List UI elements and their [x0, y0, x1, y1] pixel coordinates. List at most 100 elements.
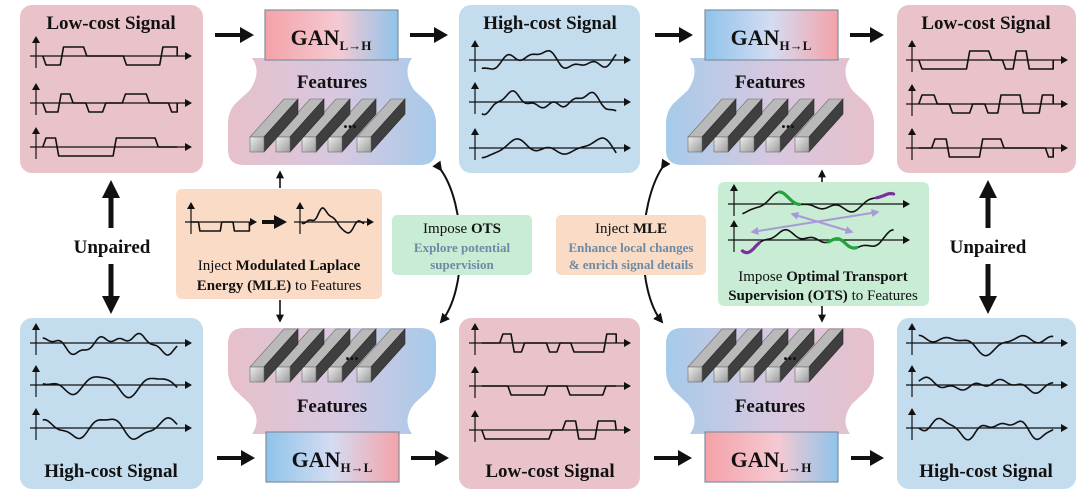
arrow-right	[654, 450, 692, 466]
feature-bar-front	[356, 136, 372, 153]
feature-bar-front	[275, 136, 291, 153]
arrow-right	[850, 27, 884, 43]
signal-y-axis-arrow	[32, 365, 40, 372]
panel-title: Low-cost Signal	[921, 13, 1050, 34]
inject-mle-sub-2: & enrich signal details	[569, 257, 694, 272]
high-cost-waveform-3	[469, 128, 631, 160]
signal-trace	[918, 334, 1054, 357]
signal-y-axis-arrow	[908, 408, 916, 415]
signal-axis-arrow	[1061, 100, 1068, 108]
signal-axis-arrow	[624, 426, 631, 434]
signal-axis-arrow	[185, 99, 192, 107]
impose-ots-sub-1: Explore potential	[414, 240, 511, 255]
signal-y-axis-arrow	[908, 40, 916, 47]
signal-y-axis-arrow	[730, 184, 738, 191]
gan-label: GANL→H	[291, 25, 372, 53]
signal-trace	[42, 332, 178, 356]
feature-block-top-right: Features ...	[666, 58, 874, 165]
gan-label: GANH→L	[731, 25, 812, 53]
high-cost-waveform-3	[30, 408, 192, 440]
impose-ots-sub-2: supervision	[430, 257, 494, 272]
signal-trace	[918, 376, 1054, 394]
features-ellipsis: ...	[783, 344, 797, 364]
signal-trace	[42, 46, 178, 66]
feature-bar-front	[327, 366, 343, 383]
signal-y-axis-arrow	[908, 84, 916, 91]
high-cost-waveform-1	[30, 323, 192, 356]
signal-trace	[742, 191, 894, 215]
signal-axis-arrow	[903, 200, 910, 208]
unpaired-right: Unpaired	[950, 180, 1027, 314]
feature-bar-front	[765, 366, 781, 383]
signal-axis-arrow	[1061, 144, 1068, 152]
signal-trace	[918, 417, 1054, 441]
gan-l-to-h-top: GANL→H	[264, 9, 399, 61]
signal-axis-arrow	[624, 382, 631, 390]
low-cost-waveform-2	[30, 83, 192, 115]
panel-high-cost-mid-top: High-cost Signal	[459, 5, 640, 173]
signal-trace	[190, 221, 251, 232]
feature-bar-front	[794, 136, 810, 153]
signal-y-axis-arrow	[908, 323, 916, 330]
panel-title: Low-cost Signal	[46, 13, 175, 34]
feature-bar-front	[275, 366, 291, 383]
feature-bar-front	[794, 366, 810, 383]
mle-input-waveform	[185, 202, 257, 234]
signal-y-axis-arrow	[32, 323, 40, 330]
signal-y-axis-arrow	[471, 82, 479, 89]
feature-block-bottom-right: ... Features	[666, 328, 874, 434]
high-cost-waveform-2	[906, 365, 1068, 397]
feature-bars	[687, 328, 844, 383]
ots-waveform-2	[728, 220, 910, 255]
gan-label: GANL→H	[731, 447, 812, 475]
signal-y-axis-arrow	[908, 128, 916, 135]
signal-trace	[42, 417, 178, 440]
high-cost-waveform-3	[906, 408, 1068, 441]
feature-bar-front	[687, 366, 703, 383]
feature-bar-front	[301, 366, 317, 383]
mle-line-2: Energy (MLE) to Features	[197, 278, 362, 294]
signal-axis-arrow	[1061, 424, 1068, 432]
high-cost-waveform-1	[469, 40, 631, 72]
feature-bars	[687, 98, 844, 153]
signal-axis-arrow	[185, 424, 192, 432]
ots-box: Impose Optimal Transport Supervision (OT…	[718, 182, 929, 306]
panel-low-cost-mid-bottom: Low-cost Signal	[459, 318, 640, 489]
gan-h-to-l-top: GANH→L	[704, 9, 839, 61]
features-ellipsis: ...	[781, 112, 795, 132]
signal-y-axis-arrow	[471, 40, 479, 47]
high-cost-waveform-2	[30, 365, 192, 399]
feature-bar-front	[713, 136, 729, 153]
signal-y-axis-arrow	[471, 323, 479, 330]
feature-block-top-left: Features ...	[228, 58, 436, 165]
signal-y-axis-arrow	[471, 366, 479, 373]
features-ellipsis: ...	[345, 344, 359, 364]
mle-line-1: Inject Modulated Laplace	[198, 258, 361, 274]
feature-bar-front	[739, 366, 755, 383]
signal-axis-arrow	[624, 339, 631, 347]
inject-mle-note: Inject MLE Enhance local changes & enric…	[556, 215, 706, 275]
signal-y-axis-arrow	[32, 127, 40, 134]
low-cost-waveform-2	[906, 84, 1068, 116]
signal-axis-arrow	[367, 218, 374, 226]
mle-output-waveform	[294, 202, 374, 234]
signal-y-axis-arrow	[32, 408, 40, 415]
signal-axis-arrow	[185, 381, 192, 389]
signal-trace	[301, 207, 365, 234]
features-label: Features	[297, 72, 367, 93]
signal-axis-arrow	[185, 143, 192, 151]
low-cost-waveform-3	[469, 410, 631, 442]
ots-highlight	[875, 191, 896, 200]
feature-bar-front	[739, 136, 755, 153]
panel-title: High-cost Signal	[483, 13, 617, 34]
feature-bar-front	[687, 136, 703, 153]
features-label: Features	[735, 72, 805, 93]
signal-axis-arrow	[1061, 339, 1068, 347]
arrow-right	[217, 450, 255, 466]
signal-trace	[42, 376, 178, 399]
signal-axis-arrow	[1061, 381, 1068, 389]
signal-axis-arrow	[185, 339, 192, 347]
high-cost-waveform-1	[906, 323, 1068, 357]
signal-trace	[42, 93, 178, 113]
features-ellipsis: ...	[343, 112, 357, 132]
